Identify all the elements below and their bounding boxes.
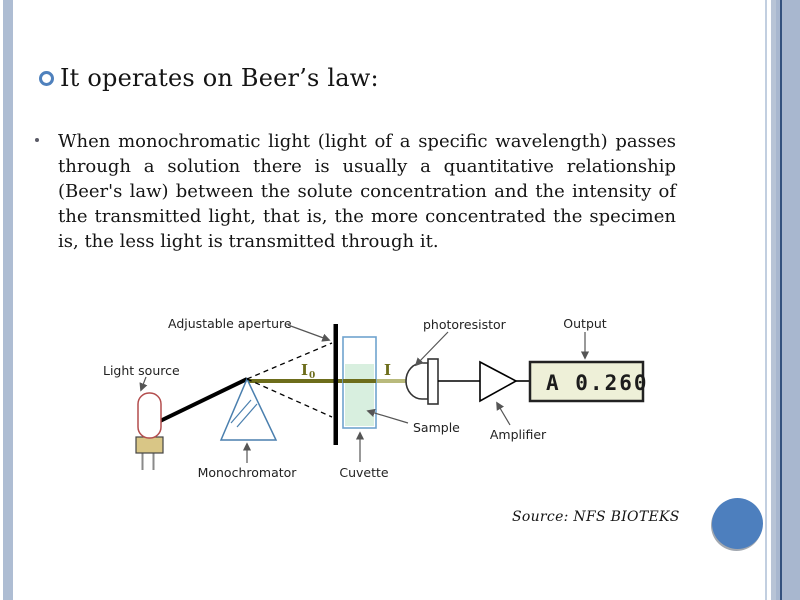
photoresistor-label: photoresistor [423, 317, 507, 332]
display-reading: A 0.260 [546, 371, 649, 395]
adjustable-aperture-label: Adjustable aperture [168, 316, 292, 331]
amplifier-leader [496, 401, 511, 426]
output-display [528, 360, 645, 403]
dashed-ray-upper [246, 342, 333, 380]
cuvette-liquid [345, 364, 374, 426]
incident-intensity-subscript: 0 [309, 371, 315, 381]
dashed-ray-lower [246, 378, 333, 418]
photoresistor-leader [414, 331, 449, 367]
body-paragraph: When monochromatic light (light of a spe… [58, 131, 676, 252]
cuvette-label: Cuvette [339, 465, 389, 480]
left-accent-bar [3, 0, 13, 600]
heading-bullet-icon [39, 71, 54, 86]
prism [219, 377, 278, 441]
amplifier-label: Amplifier [490, 427, 547, 442]
sample-leader [366, 408, 409, 424]
incident-intensity-symbol: I [301, 361, 308, 379]
photoresistor-flange [427, 358, 439, 405]
light-ray-to-prism [157, 377, 248, 424]
light-source-leader [139, 376, 148, 392]
light-source-label: Light source [103, 363, 180, 378]
photoresistor-dome [405, 362, 429, 400]
aperture-bar [333, 324, 338, 445]
aperture-leader [287, 324, 331, 342]
right-thin-line [765, 0, 767, 600]
sample-label: Sample [413, 420, 460, 435]
bulb-base [135, 436, 164, 454]
paragraph-bullet-icon [35, 138, 39, 142]
slide-heading: It operates on Beer’s law: [60, 64, 379, 92]
prism-detail-1 [230, 399, 252, 424]
prism-detail-2 [236, 403, 258, 428]
right-accent-band-stripe [780, 0, 782, 600]
output-label: Output [563, 316, 607, 331]
monochromator-label: Monochromator [198, 465, 298, 480]
corner-circle-decoration [712, 498, 763, 549]
bulb-glass [137, 392, 162, 439]
transmitted-intensity-symbol: I [384, 361, 391, 379]
amplifier-triangle [479, 360, 518, 403]
spectrophotometer-diagram: A 0.260 I 0 I Light source Adjustable ap… [103, 316, 649, 480]
source-credit: Source: NFS BIOTEKS [512, 509, 680, 525]
right-accent-band-highlight [771, 0, 776, 600]
